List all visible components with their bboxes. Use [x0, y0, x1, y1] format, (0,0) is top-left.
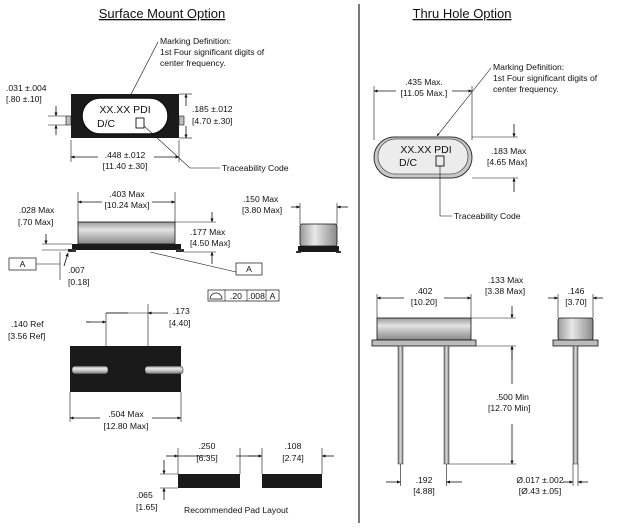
svg-text:A: A [270, 291, 276, 301]
sm-dim-top-thickness: .031 ±.004 [6, 83, 47, 93]
sm-dim-flange-mm: [.70 Max] [18, 217, 53, 227]
th-top-view: XX.XX PDI D/C [373, 136, 473, 179]
th-dim-width: .435 Max. [405, 77, 443, 87]
th-dim-height: .183 Max [491, 146, 527, 156]
th-dim-lead-spacing-mm: [4.88] [413, 486, 435, 496]
th-dim-width-mm: [11.05 Max.] [401, 88, 448, 98]
sm-marking-note-2: 1st Four significant digits of [160, 47, 265, 57]
th-dim-body-height-mm: [3.38 Max] [485, 286, 525, 296]
sm-dim-body-height: .177 Max [190, 227, 226, 237]
sm-traceability-label: Traceability Code [222, 163, 289, 173]
th-dim-body-length: .402 [416, 286, 433, 296]
sm-datum-a-right [235, 262, 263, 276]
sm-datum-a-left-label: A [20, 259, 26, 269]
sm-dim-height: .185 ±.012 [192, 104, 233, 114]
th-dim-body-length-mm: [10.20] [411, 297, 437, 307]
sm-dim-overall-length-mm: [12.80 Max] [104, 421, 149, 431]
sm-dim-width-mm: [11.40 ±.30] [103, 161, 148, 171]
sm-dim-side-width-mm: [3.80 Max] [242, 205, 282, 215]
pad-layout [178, 474, 322, 488]
pad-dim-height-mm: [1.65] [136, 502, 158, 512]
pad-dim-width-mm: [2.74] [282, 453, 304, 463]
th-dim-lead-dia: Ø.017 ±.002 [516, 475, 563, 485]
sm-front-view [68, 221, 184, 252]
sm-marking-note-1: Marking Definition: [160, 36, 231, 46]
th-marking-line-2: D/C [399, 157, 418, 169]
pad-layout-title: Recommended Pad Layout [184, 505, 289, 515]
svg-text:.008: .008 [248, 291, 265, 301]
sm-marking-note-3: center frequency. [160, 58, 226, 68]
sm-datum-a-right-label: A [246, 264, 252, 274]
sm-dim-lead-spacing: .173 [173, 306, 190, 316]
pad-dim-gap-mm: [6.35] [196, 453, 218, 463]
sm-dim-body-height-mm: [4.50 Max] [190, 238, 230, 248]
th-front-view [371, 317, 477, 465]
pad-dim-width: .108 [285, 441, 302, 451]
sm-dim-lead-spacing-mm: [4.40] [169, 318, 191, 328]
pad-dim-gap: .250 [199, 441, 216, 451]
th-dim-side-width: .146 [568, 286, 585, 296]
sm-dim-width: .448 ±.012 [105, 150, 146, 160]
sm-dim-body-length: .403 Max [109, 189, 145, 199]
sm-top-view: XX.XX PDI D/C [65, 94, 185, 138]
th-dim-side-width-mm: [3.70] [565, 297, 587, 307]
th-dim-lead-length-mm: [12.70 Min] [488, 403, 531, 413]
th-marking-line-1: XX.XX PDI [400, 144, 451, 156]
sm-marking-line-1: XX.XX PDI [99, 104, 150, 116]
sm-marking-line-2: D/C [97, 118, 116, 130]
sm-dim-side-width: .150 Max [243, 194, 279, 204]
sm-dim-standoff-mm: [0.18] [68, 277, 90, 287]
surface-mount-title: Surface Mount Option [99, 6, 225, 21]
thru-hole-title: Thru Hole Option [413, 6, 512, 21]
sm-traceability-box [135, 117, 145, 129]
sm-dim-pad-ref-mm: [3.56 Ref] [8, 331, 45, 341]
th-marking-note-1: Marking Definition: [493, 62, 564, 72]
pad-dim-height: .065 [136, 490, 153, 500]
sm-dim-standoff: .007 [68, 265, 85, 275]
th-dim-height-mm: [4.65 Max] [487, 157, 527, 167]
sm-dim-body-length-mm: [10.24 Max] [105, 200, 150, 210]
sm-dim-pad-ref: .140 Ref [11, 319, 44, 329]
th-marking-note-3: center frequency. [493, 84, 559, 94]
th-marking-note-2: 1st Four significant digits of [493, 73, 598, 83]
sm-dim-top-thickness-mm: [.80 ±.10] [6, 94, 42, 104]
th-dim-lead-length: .500 Min [496, 392, 529, 402]
th-side-view [552, 317, 599, 465]
sm-tolerance-frame: .20 .008 A [207, 289, 280, 302]
th-traceability-label: Traceability Code [454, 211, 521, 221]
sm-dim-flange: .028 Max [19, 205, 55, 215]
sm-dim-overall-length: .504 Max [108, 409, 144, 419]
sm-dim-height-mm: [4.70 ±.30] [192, 116, 233, 126]
th-dim-lead-dia-mm: [Ø.43 ±.05] [519, 486, 561, 496]
sm-bottom-view [70, 346, 184, 392]
sm-side-view [296, 223, 341, 253]
th-dim-body-height: .133 Max [488, 275, 524, 285]
svg-text:.20: .20 [230, 291, 242, 301]
profile-symbol-icon [209, 292, 223, 300]
th-dim-lead-spacing: .192 [416, 475, 433, 485]
